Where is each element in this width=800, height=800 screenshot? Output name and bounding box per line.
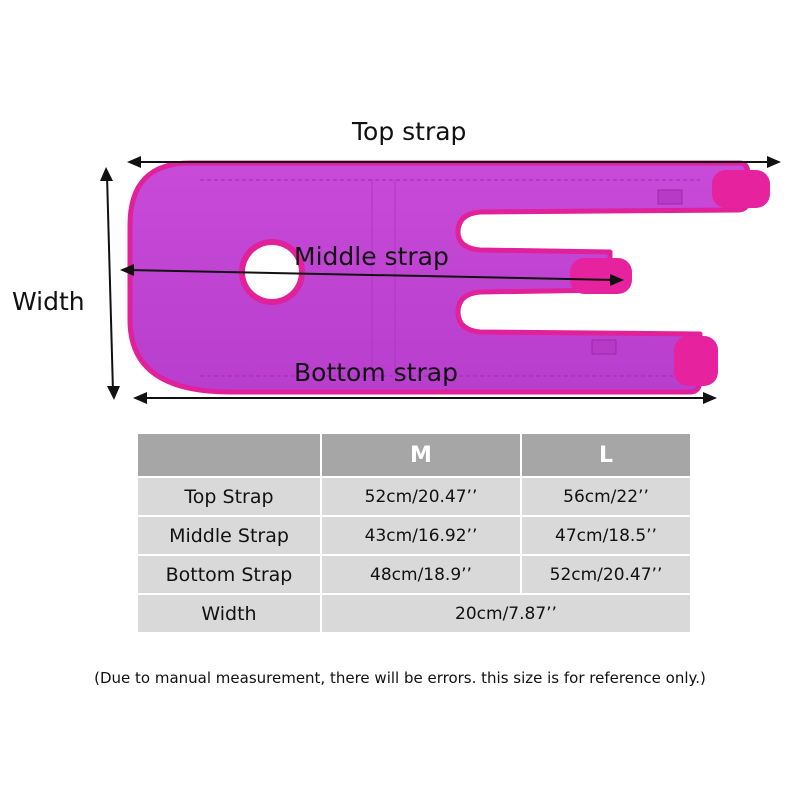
bottom-strap-arrow — [133, 392, 717, 404]
header-size-l: L — [520, 432, 692, 478]
table-row: Top Strap 52cm/20.47’’ 56cm/22’’ — [136, 476, 692, 517]
velcro-tab-middle — [570, 258, 632, 294]
width-arrow — [100, 167, 120, 400]
width-label: Width — [12, 287, 85, 316]
top-strap-label: Top strap — [352, 117, 467, 146]
top-strap-arrow — [127, 156, 781, 168]
size-table: M L Top Strap 52cm/20.47’’ 56cm/22’’ Mid… — [136, 432, 692, 634]
middle-strap-label: Middle strap — [294, 242, 449, 271]
cell-m: 43cm/16.92’’ — [320, 515, 522, 556]
cell-l: 47cm/18.5’’ — [520, 515, 692, 556]
knee-brace-illustration — [100, 156, 781, 404]
brace-body — [127, 160, 751, 395]
cell-both-sizes: 20cm/7.87’’ — [320, 593, 692, 634]
row-label: Width — [136, 593, 322, 634]
velcro-tab-top — [712, 170, 770, 208]
cell-m: 52cm/20.47’’ — [320, 476, 522, 517]
knee-brace-diagram: Top strap Middle strap Bottom strap Widt… — [12, 117, 781, 404]
patch — [657, 189, 683, 205]
bottom-strap-label: Bottom strap — [294, 358, 458, 387]
table-header-row: M L — [136, 432, 692, 478]
row-label: Bottom Strap — [136, 554, 322, 595]
middle-strap-arrow — [120, 264, 624, 286]
cell-m: 48cm/18.9’’ — [320, 554, 522, 595]
row-label: Top Strap — [136, 476, 322, 517]
row-label: Middle Strap — [136, 515, 322, 556]
cell-l: 52cm/20.47’’ — [520, 554, 692, 595]
header-size-m: M — [320, 432, 522, 478]
table-row: Middle Strap 43cm/16.92’’ 47cm/18.5’’ — [136, 515, 692, 556]
table-row: Bottom Strap 48cm/18.9’’ 52cm/20.47’’ — [136, 554, 692, 595]
cell-l: 56cm/22’’ — [520, 476, 692, 517]
patch — [591, 339, 617, 355]
table-row: Width 20cm/7.87’’ — [136, 593, 692, 634]
stitch-line — [200, 179, 700, 377]
velcro-tab-bottom — [674, 336, 718, 386]
measurement-note: (Due to manual measurement, there will b… — [94, 669, 706, 687]
header-empty — [136, 432, 322, 478]
stitch-line-vertical — [371, 180, 396, 376]
